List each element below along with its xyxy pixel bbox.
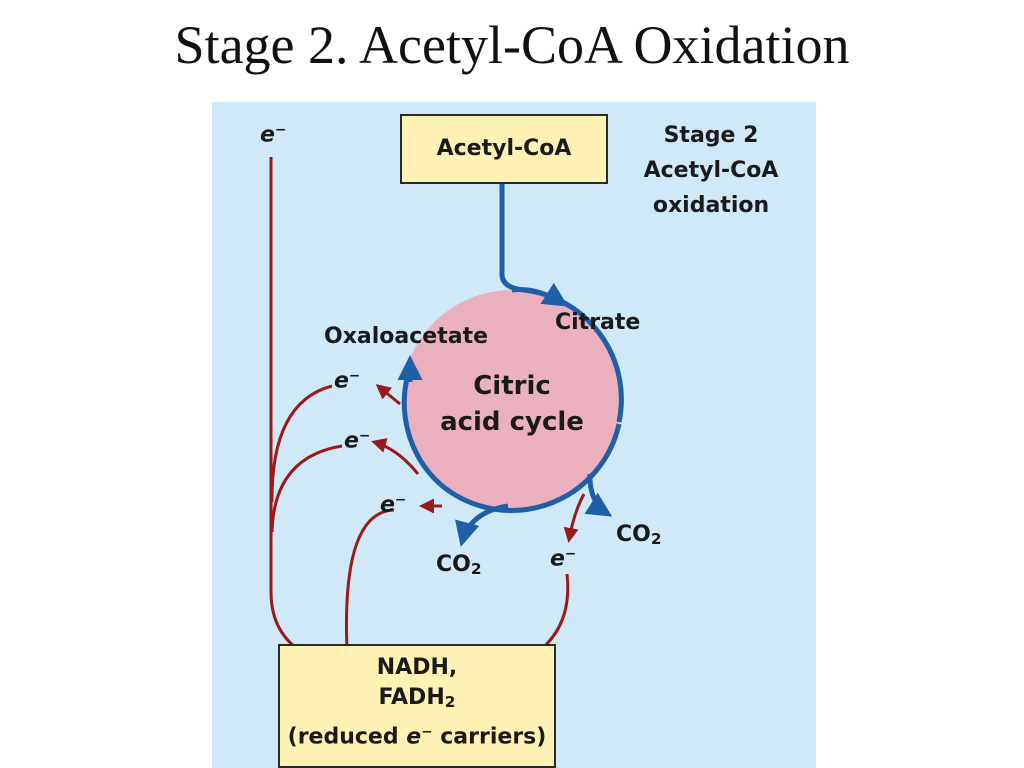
co2-base: CO xyxy=(616,522,651,547)
electron-symbol: e xyxy=(550,546,565,572)
electron-arrow-main xyxy=(269,157,355,675)
electron-label-3: e− xyxy=(380,492,406,518)
electron-charge: − xyxy=(394,492,407,508)
electron-charge: − xyxy=(274,122,287,138)
electron-charge: − xyxy=(421,724,433,741)
electron-symbol: e xyxy=(380,492,395,518)
cycle-arc-bottom xyxy=(438,423,622,513)
reduced-close: carriers) xyxy=(432,724,547,750)
citrate-label: Citrate xyxy=(555,310,641,335)
electron-arrow-out-4 xyxy=(563,493,586,543)
electron-symbol: e xyxy=(406,724,422,750)
co2-release-arrow-2 xyxy=(584,473,613,517)
co2-subscript: 2 xyxy=(650,530,662,549)
electron-symbol: e xyxy=(334,368,349,394)
cycle-label-line-1: Citric xyxy=(473,371,551,401)
electron-symbol: e xyxy=(260,122,275,148)
acetyl-coa-box: Acetyl-CoA xyxy=(400,114,608,184)
acetyl-coa-input-arrow xyxy=(499,178,525,293)
electron-arrow-out-1 xyxy=(375,384,401,406)
electron-symbol: e xyxy=(344,428,359,454)
citric-acid-cycle-circle xyxy=(402,290,622,510)
fadh-base: FADH xyxy=(378,685,445,710)
diagram-panel: Acetyl-CoA Stage 2 Acetyl-CoA oxidation … xyxy=(212,102,816,768)
electron-charge: − xyxy=(358,428,371,444)
co2-release-arrow-1 xyxy=(455,503,509,547)
fadh-subscript: 2 xyxy=(444,693,456,712)
stage-label-line-2: Acetyl-CoA xyxy=(643,158,779,183)
fadh2-label: FADH2 xyxy=(280,683,554,717)
co2-subscript: 2 xyxy=(470,560,482,579)
cycle-label: Citric acid cycle xyxy=(422,368,602,440)
stage-label-line-1: Stage 2 xyxy=(663,123,759,148)
co2-label-2: CO2 xyxy=(616,522,662,548)
electron-arrow-branch-1 xyxy=(270,384,333,503)
co2-label-1: CO2 xyxy=(436,552,482,578)
nadh-label: NADH, xyxy=(376,655,458,680)
electron-charge: − xyxy=(564,546,577,562)
reduced-carriers-label: (reduced e− carriers) xyxy=(280,717,554,753)
electron-arrow-out-2 xyxy=(371,438,420,475)
electron-label-1: e− xyxy=(334,368,360,394)
electron-charge: − xyxy=(348,368,361,384)
to-citrate-arrow xyxy=(511,282,569,307)
reduced-carriers-box: NADH, FADH2 (reduced e− carriers) xyxy=(278,644,556,768)
slide-title: Stage 2. Acetyl-CoA Oxidation xyxy=(174,15,850,75)
acetyl-coa-label: Acetyl-CoA xyxy=(436,136,572,161)
oxaloacetate-label: Oxaloacetate xyxy=(324,324,489,349)
electron-label-2: e− xyxy=(344,428,370,454)
reduced-open: (reduced xyxy=(287,724,407,750)
pathway-arrows xyxy=(269,157,624,686)
cycle-label-line-2: acid cycle xyxy=(440,407,584,437)
electron-label-top: e− xyxy=(260,122,286,148)
co2-base: CO xyxy=(436,552,471,577)
stage-label-line-3: oxidation xyxy=(652,193,770,218)
cycle-arc-left xyxy=(401,367,442,486)
stage-label: Stage 2 Acetyl-CoA oxidation xyxy=(616,118,806,223)
electron-label-4: e− xyxy=(550,546,576,572)
electron-arrow-branch-2 xyxy=(270,444,343,533)
electron-arrow-to-carriers-1 xyxy=(339,508,395,671)
